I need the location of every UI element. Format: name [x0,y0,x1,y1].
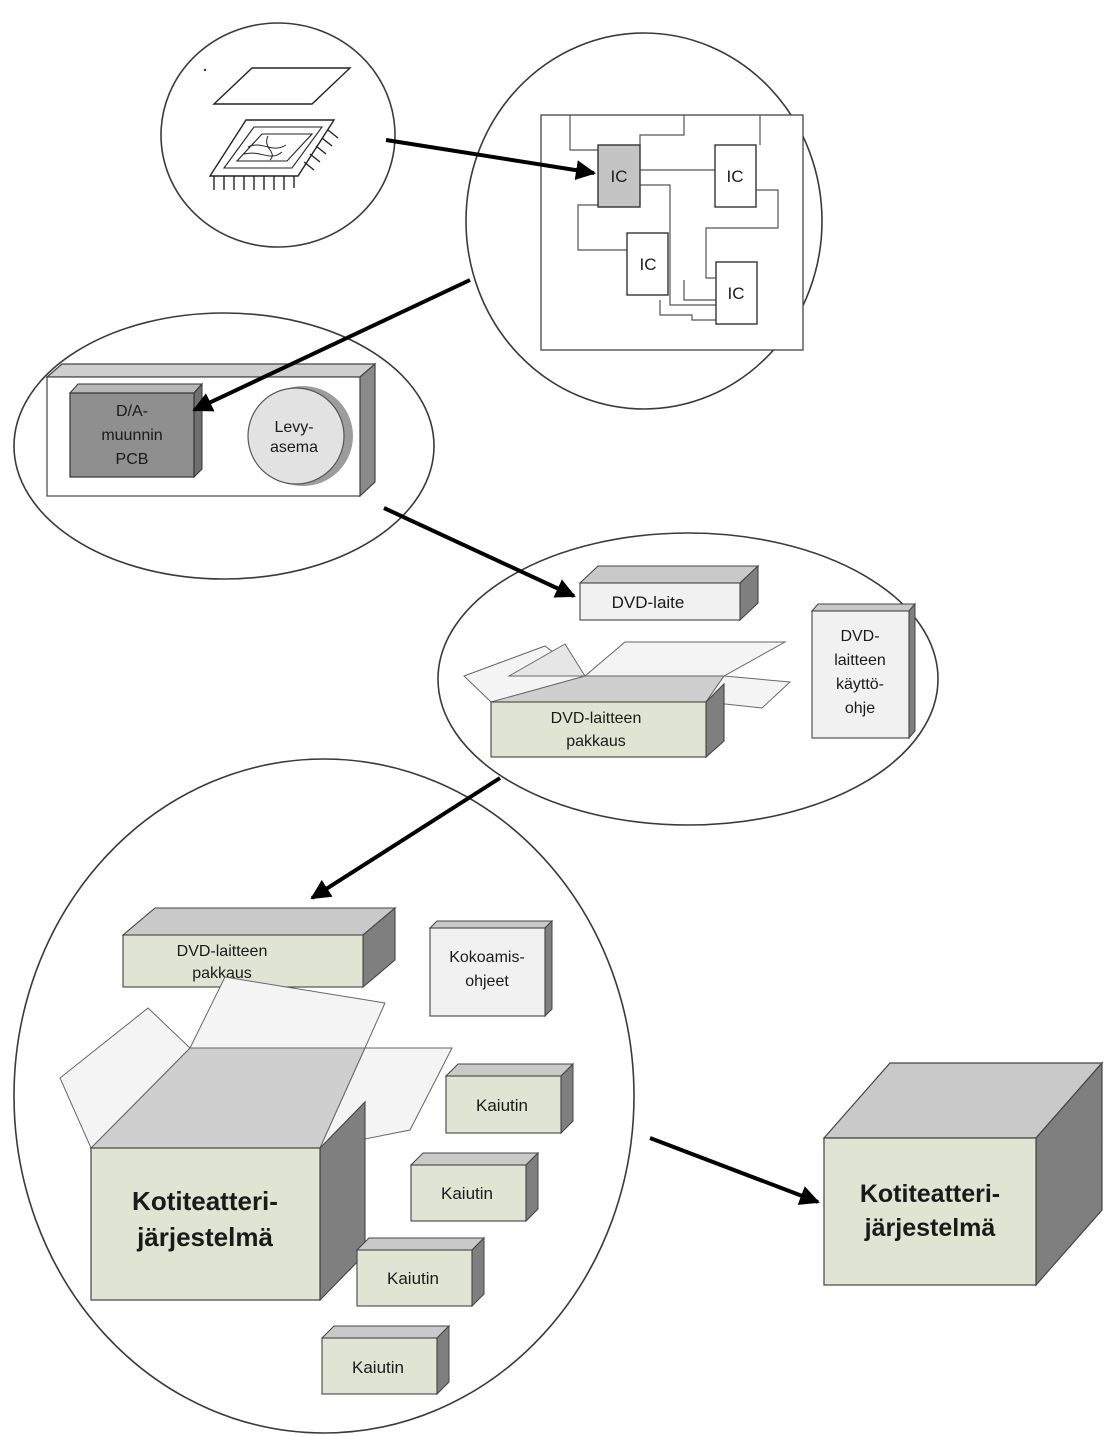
ic-2-label: IC [727,167,744,186]
arrow-chip-to-pcb [385,138,596,181]
manual-line1: DVD- [840,628,879,645]
chip-level-group [160,22,396,248]
final-box-line1: Kotiteatteri- [860,1180,1000,1208]
speaker-4: Kaiutin [320,1324,451,1396]
ic-2: IC [714,144,757,208]
da-converter-line2: muunnin [101,427,162,444]
ic-3: IC [626,232,669,296]
disk-drive [247,387,345,485]
pcb-traces [569,115,779,321]
da-converter-line1: D/A- [116,403,148,420]
speaker-3-label: Kaiutin [387,1269,439,1288]
system-box-line2: järjestelmä [136,1222,273,1252]
speaker-2-label: Kaiutin [441,1184,493,1203]
chip-ellipse [160,22,396,248]
assembly-instructions-box [429,927,546,1017]
system-dvd-package-line1: DVD-laitteen [177,943,268,960]
ic-chip-icon [203,67,352,190]
package-level-group: DVD-laite DVD-laitteen pakkaus DVD- lait… [437,532,939,826]
assembly-line2: ohjeet [465,973,509,990]
ic-4-label: IC [728,284,745,303]
speaker-1: Kaiutin [444,1062,575,1135]
pcb-ellipse [465,32,823,410]
dvd-package-line2: pakkaus [566,733,626,750]
disk-drive-line2: asema [270,439,318,456]
system-ellipse [13,758,635,1434]
final-box-line2: järjestelmä [864,1214,996,1242]
final-system-box [823,1137,1037,1286]
ic-4: IC [715,261,758,325]
system-dvd-package-box [122,934,364,988]
final-product-group: Kotiteatteri- järjestelmä [822,1061,1104,1287]
da-converter-line3: PCB [116,451,149,468]
speaker-3: Kaiutin [355,1236,486,1308]
speaker-1-label: Kaiutin [476,1096,528,1115]
system-dvd-package-line2: pakkaus [192,965,252,982]
device-level-group: D/A- muunnin PCB Levy- asema [13,312,435,580]
dvd-package-line1: DVD-laitteen [551,710,642,727]
manual-line4: ohje [845,700,875,717]
speaker-2: Kaiutin [409,1151,540,1223]
pcb-level-group: IC IC IC IC [465,32,823,410]
speaker-4-label: Kaiutin [352,1358,404,1377]
da-converter-pcb [69,392,195,478]
arrow-pcb-to-device [192,278,471,412]
dvd-device-box [579,582,741,621]
system-level-group: DVD-laitteen pakkaus Kokoamis- ohjeet Ko… [13,758,635,1434]
system-box-line1: Kotiteatteri- [132,1186,278,1216]
pcb-board [540,114,804,351]
manual-line2: laitteen [834,652,886,669]
flow-arrows [192,138,820,1205]
ic-3-label: IC [640,255,657,274]
ic-1-label: IC [611,167,628,186]
system-open-box [59,976,453,1302]
arrow-device-to-package [383,506,576,598]
manual-line3: käyttö- [836,676,884,693]
arrow-package-to-system [310,776,502,900]
dvd-manual-box [811,610,910,739]
arrow-system-to-final [649,1136,820,1205]
device-ellipse [13,312,435,580]
ic-1: IC [597,144,641,208]
assembly-line1: Kokoamis- [449,949,525,966]
dvd-device-label: DVD-laite [612,593,685,612]
package-ellipse [437,532,939,826]
disk-drive-line1: Levy- [274,419,313,436]
dvd-package-open-box [463,641,792,759]
